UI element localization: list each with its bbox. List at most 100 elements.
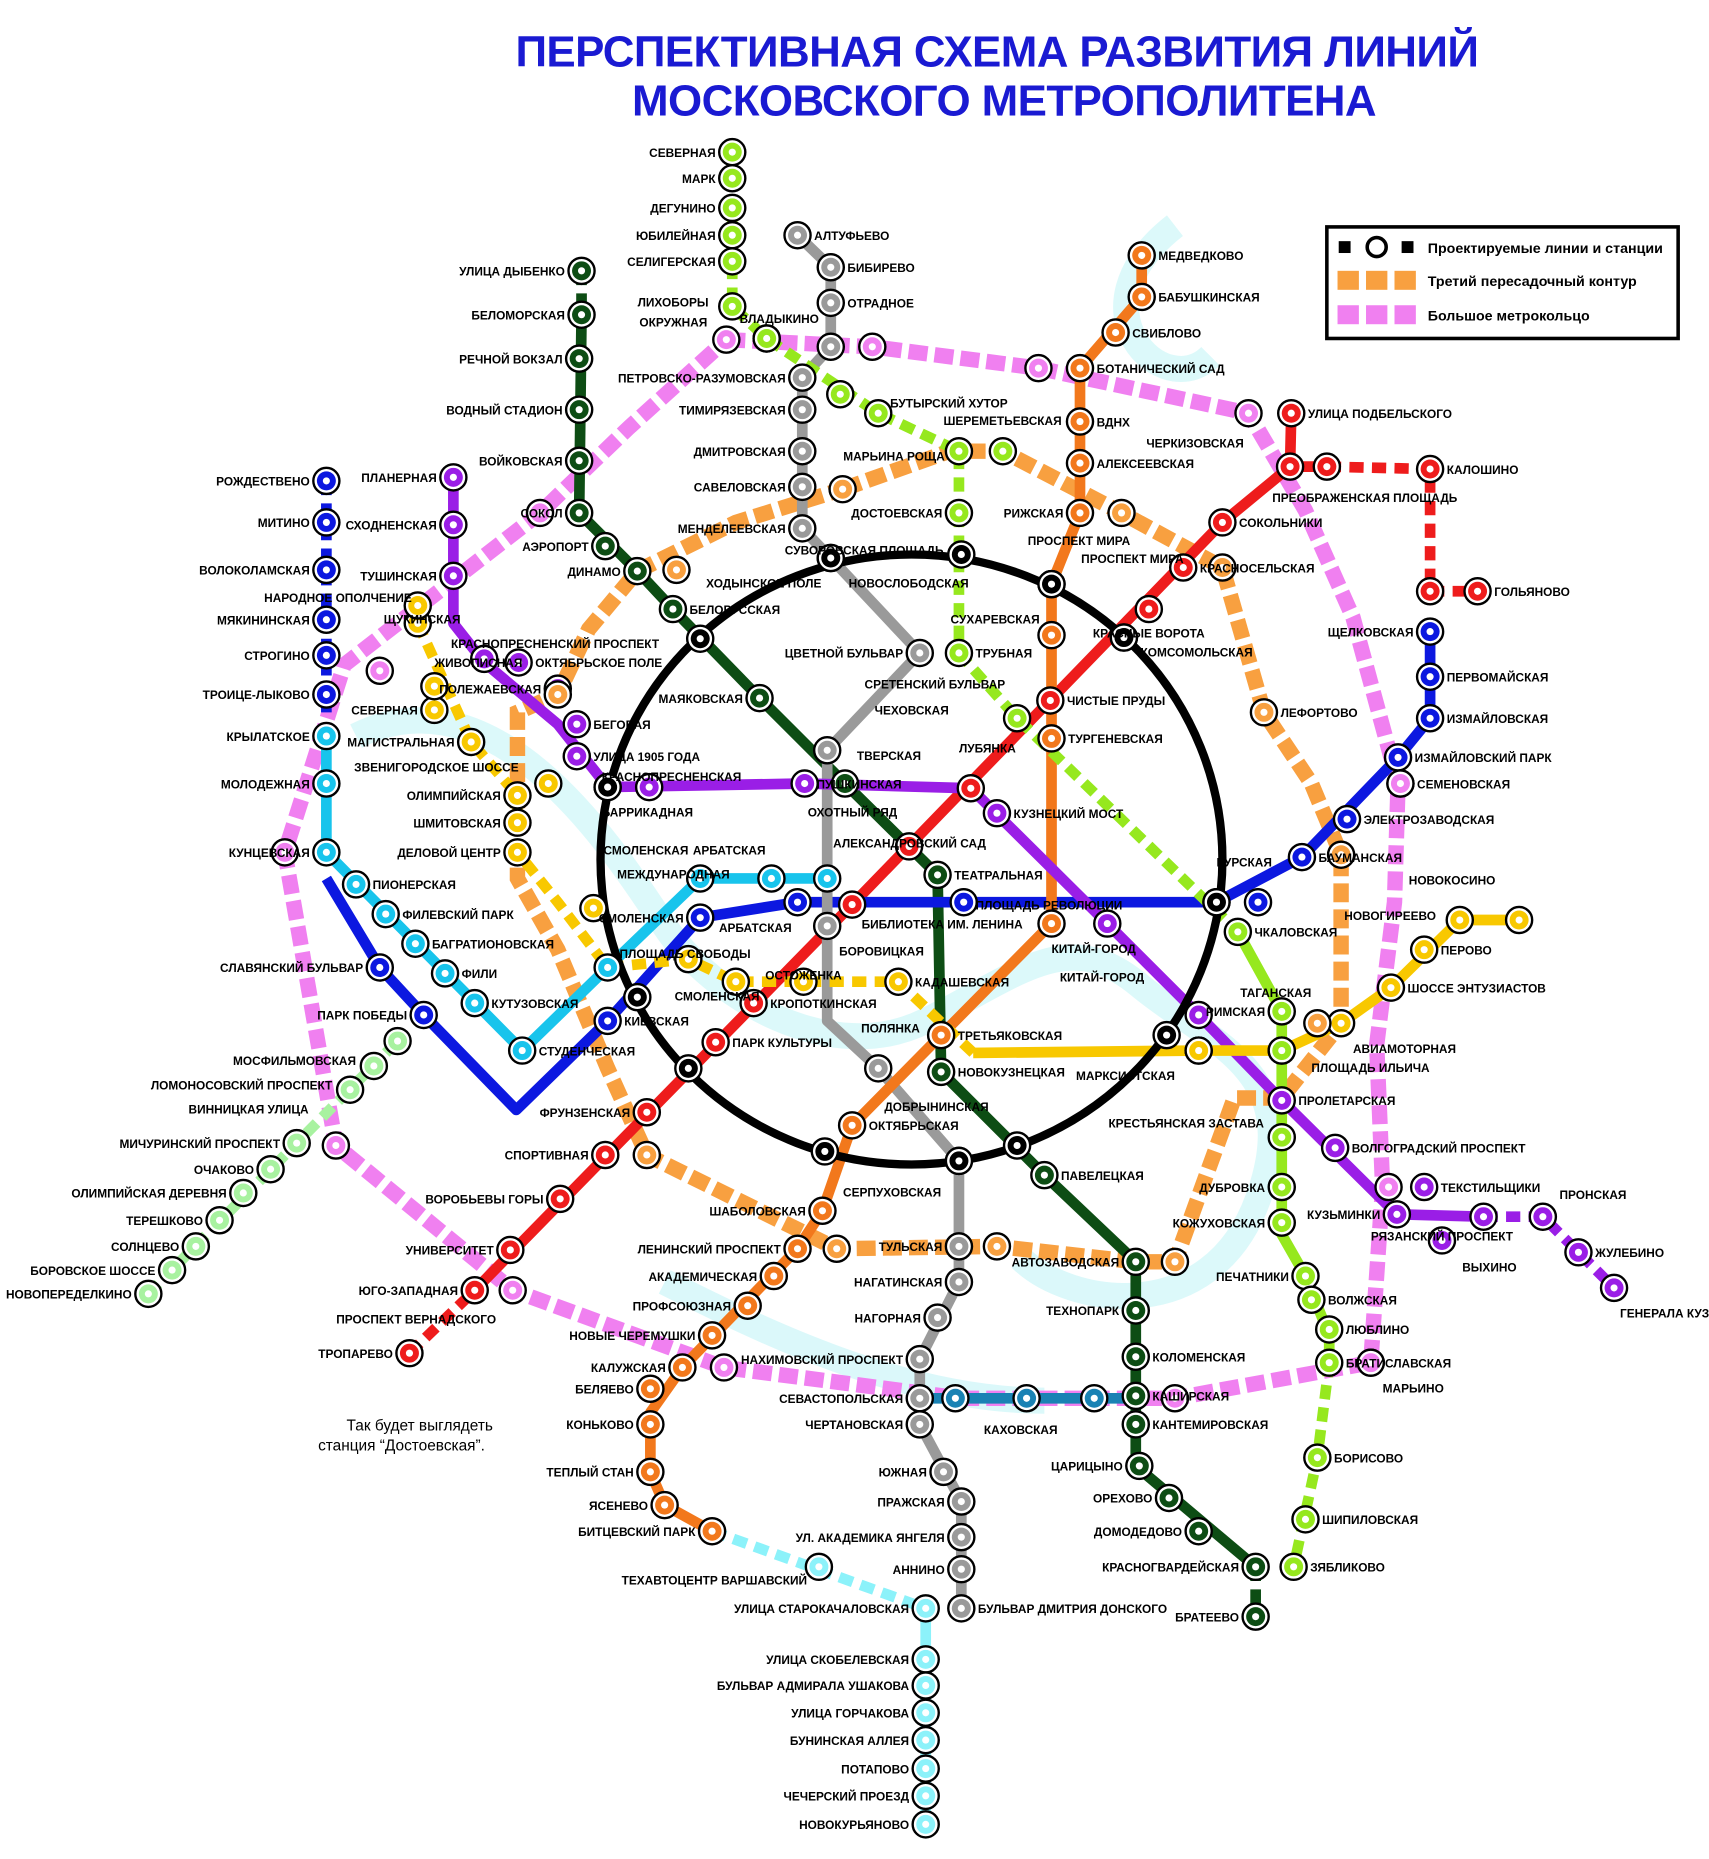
station-marker[interactable]: [1184, 1516, 1213, 1546]
station-marker[interactable]: [1065, 498, 1095, 528]
station-label[interactable]: БЕЛОМОРСКАЯ: [471, 308, 565, 322]
station-label[interactable]: АРБАТСКАЯ: [719, 921, 792, 935]
station-label[interactable]: АРБАТСКАЯ: [693, 844, 766, 858]
station-label[interactable]: ТУШИНСКАЯ: [360, 570, 437, 584]
station-label[interactable]: ВИННИЦКАЯ УЛИЦА: [189, 1102, 309, 1116]
station-marker[interactable]: [1504, 905, 1534, 935]
station-label[interactable]: РИМСКАЯ: [1206, 1005, 1265, 1019]
station-label[interactable]: БУЛЬВАР АДМИРАЛА УШАКОВА: [717, 1679, 910, 1693]
station-label[interactable]: КОЛОМЕНСКАЯ: [1152, 1350, 1245, 1364]
station-marker[interactable]: [312, 508, 341, 537]
station-marker[interactable]: [685, 864, 715, 893]
station-marker[interactable]: [816, 253, 846, 282]
station-label[interactable]: ПРОЛЕТАРСКАЯ: [1298, 1094, 1395, 1108]
station-marker[interactable]: [944, 638, 974, 668]
station-marker[interactable]: [503, 781, 532, 810]
lime-station-marker[interactable]: [1267, 1036, 1296, 1065]
station-label[interactable]: МАРЬИНО: [1383, 1381, 1444, 1395]
station-label[interactable]: СЕРПУХОВСКАЯ: [843, 1186, 941, 1200]
station-label[interactable]: АКАДЕМИЧЕСКАЯ: [648, 1270, 757, 1284]
station-label[interactable]: ПРОСПЕКТ ВЕРНАДСКОГО: [336, 1313, 496, 1327]
station-label[interactable]: СОКОЛЬНИКИ: [1239, 516, 1322, 530]
station-marker[interactable]: [1208, 508, 1237, 537]
contour-station-marker[interactable]: [1303, 1009, 1332, 1038]
station-marker[interactable]: [757, 864, 786, 893]
station-marker[interactable]: [371, 899, 400, 929]
station-marker[interactable]: [496, 1235, 525, 1265]
station-marker[interactable]: [1415, 617, 1445, 646]
station-marker[interactable]: [1121, 1296, 1151, 1325]
station-label[interactable]: КАНТЕМИРОВСКАЯ: [1152, 1418, 1268, 1432]
station-marker[interactable]: [591, 1140, 620, 1170]
bigring-station-marker[interactable]: [525, 498, 555, 528]
station-label[interactable]: КРАСНОСЕЛЬСКАЯ: [1200, 561, 1315, 575]
station-marker[interactable]: [593, 953, 622, 982]
station-marker[interactable]: [926, 1057, 956, 1087]
contour-station-marker[interactable]: [632, 1140, 662, 1170]
station-marker[interactable]: [1065, 448, 1095, 478]
bigring-station-marker[interactable]: [1234, 398, 1263, 428]
station-label[interactable]: УЛИЦА СКОБЕЛЕВСКАЯ: [766, 1653, 909, 1667]
station-label[interactable]: ДЕГУНИНО: [650, 202, 715, 216]
station-marker[interactable]: [1415, 704, 1445, 733]
circle-line-station[interactable]: [1002, 1131, 1032, 1160]
bigring-station-marker[interactable]: [1374, 1172, 1403, 1202]
station-marker[interactable]: [1415, 662, 1445, 691]
station-marker[interactable]: [1291, 1261, 1320, 1291]
teal-station-marker[interactable]: [1079, 1384, 1109, 1413]
station-marker[interactable]: [1101, 318, 1130, 347]
station-label[interactable]: КУЗЬМИНКИ: [1307, 1208, 1380, 1222]
station-label[interactable]: НОВОПЕРЕДЕЛКИНО: [6, 1288, 132, 1302]
station-label[interactable]: ФИЛИ: [462, 967, 498, 981]
station-label[interactable]: ТУРГЕНЕВСКАЯ: [1068, 732, 1163, 746]
station-label[interactable]: КРЫЛАТСКОЕ: [227, 730, 310, 744]
station-label[interactable]: СЕВАСТОПОЛЬСКАЯ: [779, 1392, 903, 1406]
station-label[interactable]: ПУШКИНСКАЯ: [817, 777, 902, 791]
station-marker[interactable]: [383, 1026, 412, 1056]
station-label[interactable]: ИЗМАЙЛОВСКИЙ ПАРК: [1415, 750, 1553, 765]
station-label[interactable]: СМОЛЕНСКАЯ: [675, 990, 760, 1004]
station-marker[interactable]: [718, 220, 747, 250]
station-marker[interactable]: [1036, 686, 1065, 715]
station-marker[interactable]: [988, 436, 1018, 466]
station-label[interactable]: РИЖСКАЯ: [1004, 507, 1064, 521]
station-label[interactable]: УЛИЦА СТАРОКАЧАЛОВСКАЯ: [734, 1602, 909, 1616]
station-label[interactable]: БРАТЕЕВО: [1175, 1610, 1239, 1624]
station-marker[interactable]: [718, 193, 747, 223]
station-marker[interactable]: [1267, 1208, 1296, 1237]
station-label[interactable]: ТУЛЬСКАЯ: [879, 1240, 943, 1254]
station-marker[interactable]: [685, 903, 715, 932]
station-marker[interactable]: [788, 514, 817, 543]
station-marker[interactable]: [759, 1261, 789, 1291]
station-label[interactable]: ПРОСПЕКТ МИРА: [1081, 552, 1184, 566]
station-label[interactable]: НОВОГИРЕЕВО: [1344, 909, 1436, 923]
station-label[interactable]: ОКТЯБРЬСКАЯ: [869, 1119, 959, 1133]
station-label[interactable]: ДОСТОЕВСКАЯ: [851, 507, 942, 521]
station-label[interactable]: ПРЕОБРАЖЕНСКАЯ ПЛОЩАДЬ: [1272, 491, 1458, 505]
station-label[interactable]: ВЛАДЫКИНО: [740, 312, 819, 326]
station-label[interactable]: СПОРТИВНАЯ: [505, 1149, 589, 1163]
station-label[interactable]: ПАВЕЛЕЦКАЯ: [1061, 1169, 1144, 1183]
station-marker[interactable]: [567, 300, 596, 329]
station-marker[interactable]: [562, 741, 592, 771]
contour-station-marker[interactable]: [1160, 1247, 1190, 1277]
station-label[interactable]: ТРЕТЬЯКОВСКАЯ: [958, 1029, 1062, 1043]
station-label[interactable]: ОЧАКОВО: [194, 1163, 254, 1177]
station-marker[interactable]: [420, 671, 449, 701]
station-label[interactable]: ТЕПЛЫЙ СТАН: [546, 1465, 633, 1480]
station-label[interactable]: ВОЙКОВСКАЯ: [479, 453, 562, 468]
contour-station-marker[interactable]: [1208, 553, 1237, 582]
station-label[interactable]: КРАСНОПРЕСНЕНСКИЙ ПРОСПЕКТ: [451, 636, 660, 651]
station-label[interactable]: КАДАШЕВСКАЯ: [915, 975, 1009, 989]
station-label[interactable]: ЦВЕТНОЙ БУЛЬВАР: [785, 646, 904, 661]
station-label[interactable]: ГЕНЕРАЛА КУЗНЕЦОВА: [1620, 1307, 1709, 1321]
station-label[interactable]: АВИАМОТОРНАЯ: [1353, 1042, 1456, 1056]
station-marker[interactable]: [1002, 704, 1032, 733]
station-label[interactable]: КАХОВСКАЯ: [984, 1423, 1058, 1437]
station-marker[interactable]: [1320, 1133, 1350, 1163]
station-marker[interactable]: [312, 466, 341, 496]
station-marker[interactable]: [1303, 1443, 1332, 1472]
station-marker[interactable]: [718, 137, 747, 167]
station-marker[interactable]: [1287, 842, 1317, 872]
station-label[interactable]: НАРОДНОЕ ОПОЛЧЕНИЕ: [264, 591, 412, 605]
